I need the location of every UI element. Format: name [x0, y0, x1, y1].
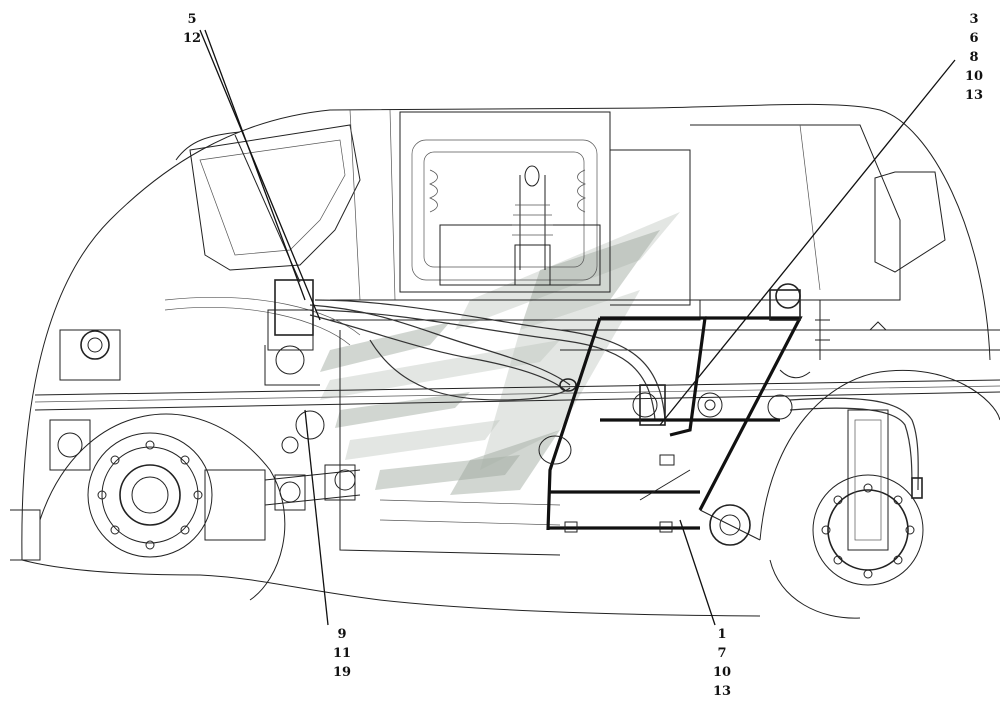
callout-number: 7 [717, 646, 727, 661]
callout-number: 12 [182, 31, 202, 46]
callout-bottom-right: 1 7 10 13 [708, 625, 736, 701]
callout-number: 3 [969, 12, 979, 27]
callout-number: 5 [187, 12, 197, 27]
rear-wheel [699, 370, 1000, 619]
watermark-logo [320, 212, 680, 495]
callout-number: 9 [337, 627, 347, 642]
frame-rails [34, 297, 1000, 556]
callout-number: 13 [964, 88, 984, 103]
callout-number: 6 [969, 31, 979, 46]
body-outline [21, 103, 991, 617]
hose-lines [309, 299, 923, 499]
callout-number: 1 [717, 627, 727, 642]
callout-top-right: 3 6 8 10 13 [960, 10, 988, 105]
rear-mount-frame [538, 283, 887, 533]
callout-number: 11 [332, 646, 352, 661]
callout-bottom-left: 9 11 19 [328, 625, 356, 682]
front-wheel-hub [10, 329, 286, 601]
callout-number: 19 [332, 665, 352, 680]
callout-number: 10 [712, 665, 732, 680]
callout-number: 8 [969, 50, 979, 65]
hydraulic-block [264, 279, 320, 386]
leader-lines [199, 29, 956, 626]
callout-number: 10 [964, 69, 984, 84]
callout-number: 13 [712, 684, 732, 699]
cabin-structure [189, 109, 946, 321]
callout-top-left: 5 12 [178, 10, 206, 48]
